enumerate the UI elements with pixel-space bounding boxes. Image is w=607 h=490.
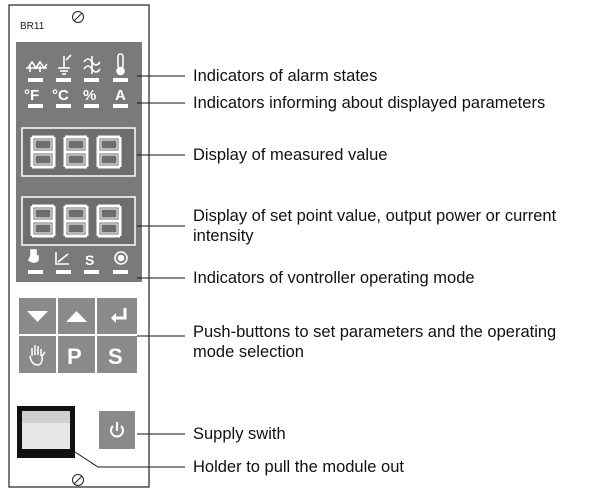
ground-alarm-icon (58, 54, 72, 75)
callout-setpoint-value: Display of set point value, output power… (193, 207, 557, 225)
thermometer-alarm-icon (116, 53, 125, 76)
callout-operating-mode: Indicators of vontroller operating mode (193, 269, 475, 287)
manual-mode-icon (27, 249, 39, 263)
callout-supply-switch: Supply swith (193, 425, 286, 443)
setpoint-digits (30, 204, 122, 238)
power-icon (110, 422, 124, 438)
mode-indicators: S (27, 249, 128, 268)
callout-push-buttons-line2: mode selection (193, 343, 304, 361)
button-up[interactable] (58, 298, 95, 334)
up-arrow-icon (66, 311, 87, 322)
callout-measured-value: Display of measured value (193, 146, 388, 164)
callout-displayed-parameters: Indicators informing about displayed par… (193, 94, 546, 112)
enter-arrow-icon (113, 308, 127, 320)
tuning-mode-icon (55, 252, 69, 265)
alarm-leds (28, 78, 128, 82)
mode-s-label: S (85, 252, 94, 268)
button-s-label: S (108, 344, 123, 369)
button-p[interactable]: P (58, 336, 95, 373)
down-arrow-icon (27, 311, 48, 322)
callout-alarm-states: Indicators of alarm states (193, 67, 378, 85)
power-button[interactable] (99, 411, 135, 449)
button-enter[interactable] (97, 298, 137, 334)
unit-leds (28, 104, 128, 108)
button-manual[interactable] (19, 336, 56, 373)
model-label: BR11 (20, 21, 45, 32)
cooling-alarm-icon (83, 56, 101, 74)
mode-leds (28, 270, 128, 274)
bottom-screw-icon (72, 474, 84, 486)
hand-icon (29, 345, 46, 366)
measured-value-digits (30, 135, 122, 169)
button-down[interactable] (19, 298, 56, 334)
leader-lines (74, 75, 185, 468)
unit-f: °F (24, 87, 39, 104)
holder-handle[interactable] (17, 406, 75, 458)
callout-setpoint-value-line2: intensity (193, 227, 254, 245)
heater-alarm-icon (26, 60, 48, 72)
top-screw-icon (72, 11, 84, 23)
unit-amp: A (115, 87, 126, 104)
unit-c: °C (52, 87, 69, 104)
button-s[interactable]: S (97, 336, 137, 373)
callout-holder: Holder to pull the module out (193, 458, 404, 476)
alarm-indicators (26, 53, 125, 76)
unit-indicators: °F °C % A (24, 87, 126, 104)
unit-percent: % (83, 87, 96, 104)
button-p-label: P (67, 344, 82, 369)
program-mode-icon (114, 251, 128, 265)
callout-push-buttons: Push-buttons to set parameters and the o… (193, 323, 557, 341)
